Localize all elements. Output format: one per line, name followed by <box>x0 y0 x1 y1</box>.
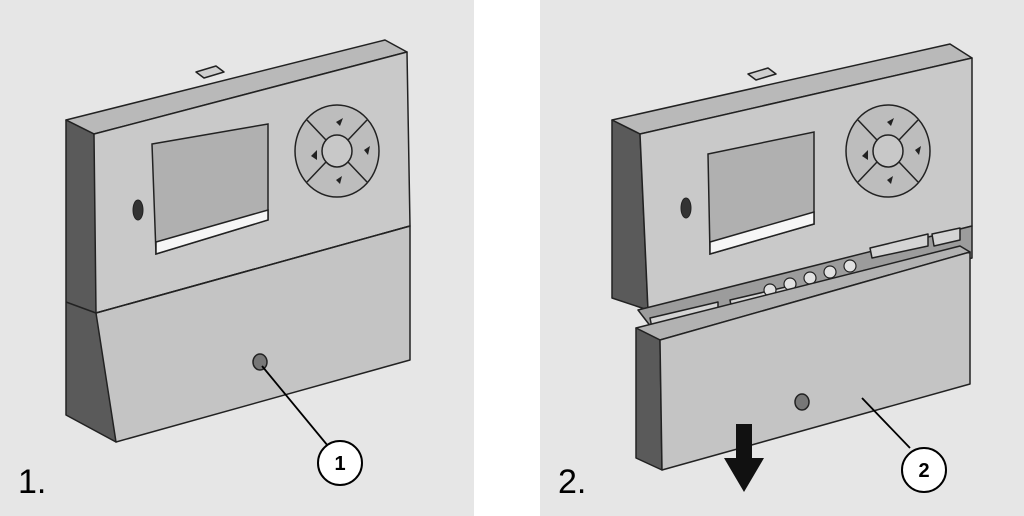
device-open-illustration: 2 <box>611 43 973 493</box>
navigation-keypad <box>845 104 931 198</box>
callout-2-circle <box>901 447 947 493</box>
housing-clip <box>747 67 777 81</box>
terminal-cover-side <box>635 327 663 471</box>
step-1-label: 1. <box>18 463 47 501</box>
callout-1-leader <box>261 365 329 447</box>
device-closed-illustration: 1 <box>65 39 411 486</box>
navigation-keypad <box>294 104 380 198</box>
step-2-label: 2. <box>558 463 587 501</box>
callout-2-number: 2 <box>918 460 929 482</box>
housing-clip <box>195 65 225 79</box>
led-indicator <box>132 199 144 221</box>
callout-1-circle <box>317 440 363 486</box>
step-1-panel: 1 1. <box>0 0 474 516</box>
step-2-panel: 2 2. <box>540 0 1024 516</box>
keypad-arrow-icons <box>311 118 370 184</box>
callout-1-number: 1 <box>334 453 345 475</box>
led-indicator <box>680 197 692 219</box>
screw-hole <box>252 353 268 371</box>
keypad-arrow-icons <box>862 118 921 184</box>
screw-hole <box>794 393 810 411</box>
terminal-cover-front <box>659 251 971 471</box>
pull-down-arrow-icon <box>724 424 764 492</box>
callout-2-leader <box>861 397 911 449</box>
